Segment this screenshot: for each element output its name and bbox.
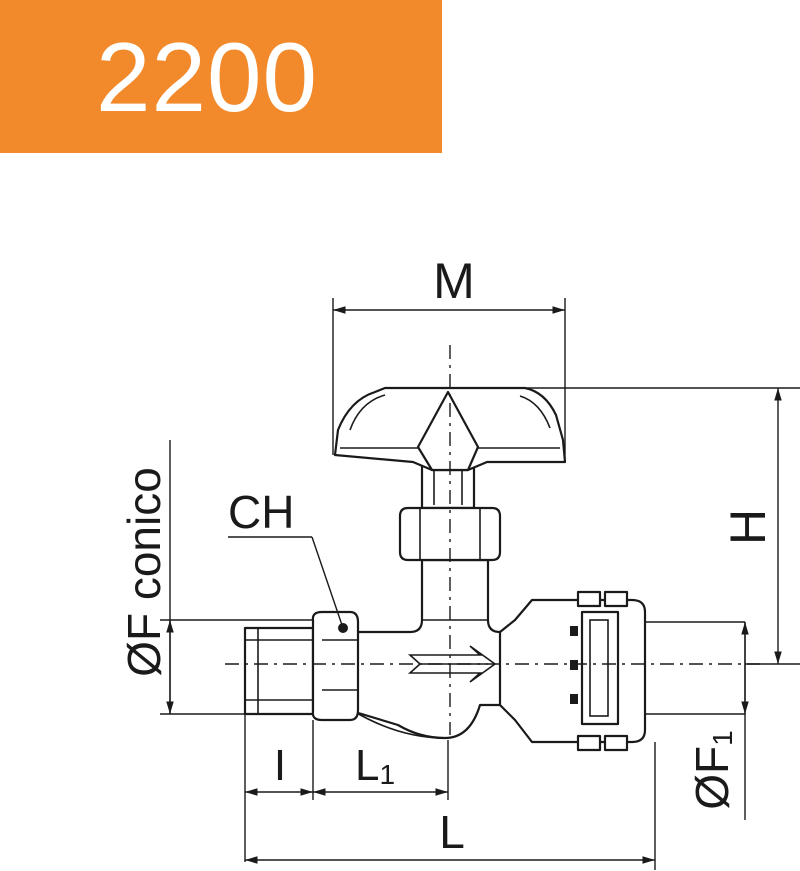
- male-thread-end: [243, 626, 315, 716]
- hex-nut-CH: [311, 610, 360, 722]
- packing-nut: [398, 506, 502, 562]
- label-F-conico: ØF conico: [118, 467, 170, 677]
- label-L: L: [439, 806, 465, 858]
- dimension-F-conico: [160, 440, 313, 715]
- compression-fitting: [498, 590, 745, 752]
- label-CH: CH: [228, 486, 294, 538]
- handwheel: [333, 386, 567, 472]
- label-H: H: [720, 509, 776, 545]
- dimension-L: [245, 742, 656, 870]
- dimension-L1: [313, 740, 449, 800]
- dimension-M: [332, 298, 566, 462]
- product-code: 2200: [96, 22, 319, 132]
- dimension-I: [244, 714, 314, 862]
- header-banner: 2200: [0, 0, 442, 153]
- label-I: I: [274, 741, 286, 790]
- label-M: M: [433, 253, 475, 309]
- CH-leader: [311, 536, 344, 629]
- dimension-H: [525, 387, 800, 665]
- label-F1: ØF1: [686, 730, 738, 809]
- label-L1: L1: [355, 741, 395, 790]
